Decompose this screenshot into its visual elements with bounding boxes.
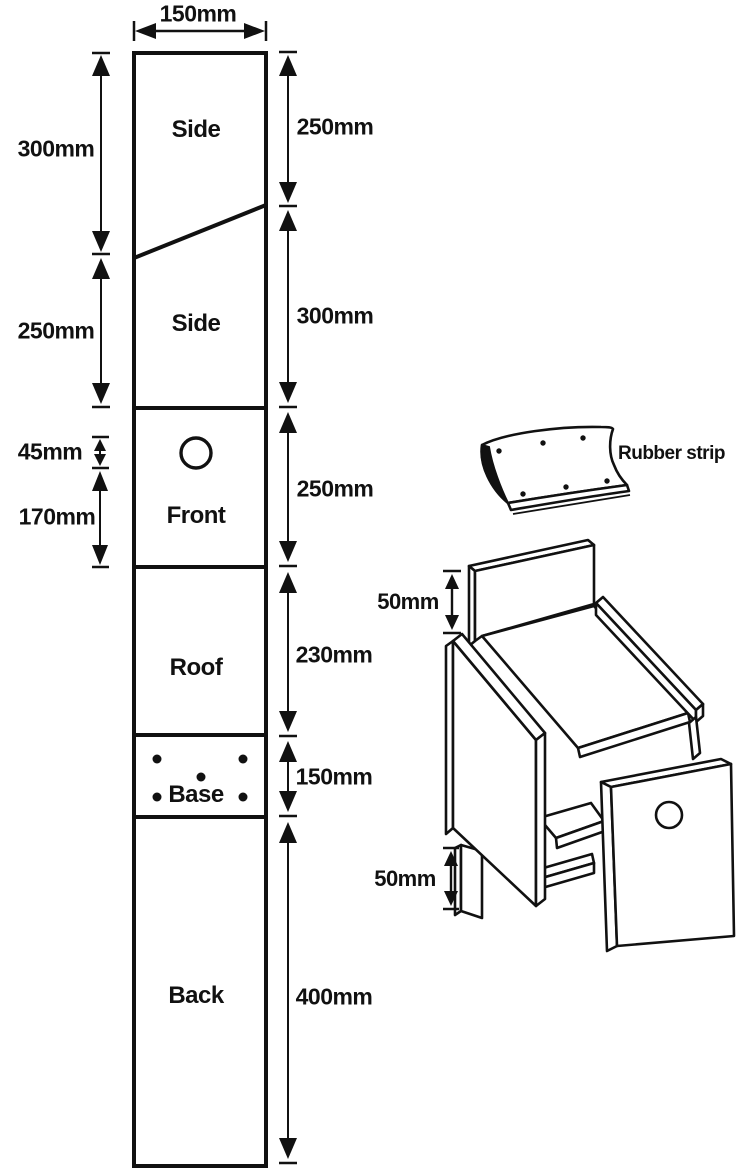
rubber-strip-drawing (480, 425, 631, 515)
assembly-drawing (443, 425, 736, 953)
dim-left-300: 300mm (17, 135, 95, 162)
cutting-plan-drawing (132, 51, 268, 1168)
piece-label-side-2: Side (171, 310, 221, 337)
back-panel-lower (453, 843, 484, 920)
dim-right-150: 150mm (295, 763, 373, 790)
front-panel (599, 757, 736, 953)
front-entrance-hole (654, 800, 684, 830)
piece-label-side-1: Side (171, 116, 221, 143)
base-screw-dots (152, 754, 248, 802)
piece-label-base: Base (168, 781, 224, 808)
plank-outline (132, 51, 268, 1168)
piece-label-back: Back (168, 982, 224, 1009)
left-side-panel (444, 632, 547, 908)
dim-board-width: 150mm (159, 0, 237, 27)
dim-right-300: 300mm (296, 302, 374, 329)
rubber-strip-label: Rubber strip (618, 443, 725, 464)
base-panel (537, 801, 607, 890)
dim-back-bottom-gap: 50mm (374, 866, 436, 891)
dim-right-250b: 250mm (296, 475, 374, 502)
diagonal-cut-line (133, 203, 267, 260)
dim-left-250: 250mm (17, 317, 95, 344)
assembly-dimensions (443, 569, 461, 911)
dim-right-230: 230mm (295, 641, 373, 668)
piece-label-front: Front (166, 502, 226, 529)
piece-label-roof: Roof (169, 654, 223, 681)
dimension-lines (92, 21, 297, 1165)
dim-right-250a: 250mm (296, 113, 374, 140)
rubber-strip-nail-dots (496, 435, 610, 497)
entrance-hole (179, 436, 213, 470)
dim-right-400: 400mm (295, 983, 373, 1010)
dim-hole-to-bottom: 170mm (18, 503, 96, 530)
dim-back-top-gap: 50mm (377, 589, 439, 614)
dim-hole-diameter: 45mm (17, 438, 83, 465)
right-side-panel (594, 595, 705, 761)
